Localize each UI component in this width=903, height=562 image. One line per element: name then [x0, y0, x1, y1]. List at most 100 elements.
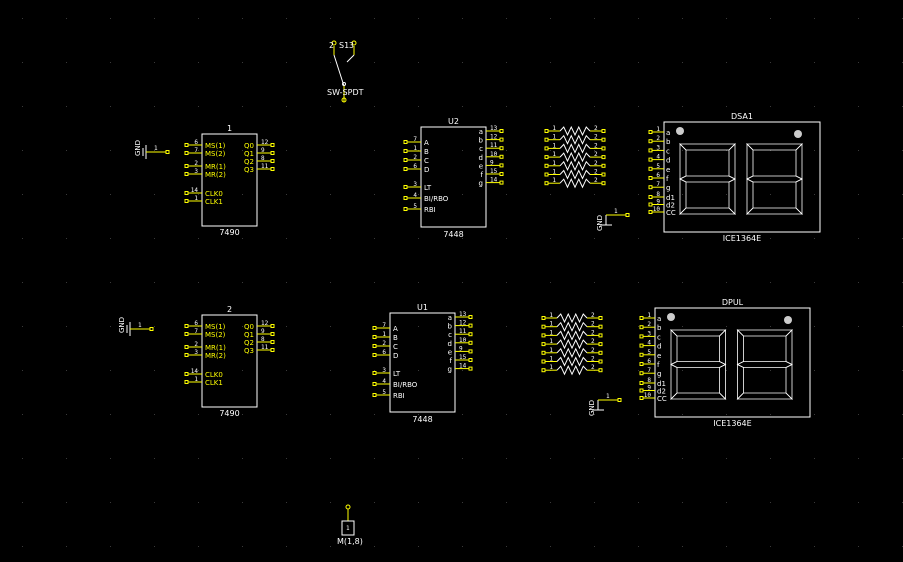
pin-end[interactable]	[648, 202, 653, 207]
pin-end[interactable]	[270, 324, 275, 328]
pin-end[interactable]	[372, 326, 377, 330]
clock-source[interactable]: 1 M(1,8)	[337, 504, 363, 546]
pin-end[interactable]	[541, 342, 546, 347]
pin-end[interactable]	[639, 343, 644, 348]
pin-end[interactable]	[541, 333, 546, 338]
pin-end[interactable]	[403, 140, 408, 144]
pin-end[interactable]	[601, 155, 606, 160]
pin-end[interactable]	[648, 176, 653, 180]
pin-end[interactable]	[468, 366, 473, 371]
pin-end[interactable]	[270, 167, 275, 171]
pin-end[interactable]	[184, 380, 189, 384]
pin-end[interactable]	[403, 207, 408, 211]
pin-end[interactable]	[639, 371, 644, 376]
pin-end[interactable]	[499, 129, 504, 133]
pin-end[interactable]	[184, 191, 189, 195]
pin-end[interactable]	[541, 368, 546, 373]
pin-end[interactable]	[184, 324, 189, 328]
switch-s1[interactable]: 2 3 S1 SW-SPDT	[327, 40, 364, 103]
pin-end[interactable]	[598, 316, 603, 320]
pin-end[interactable]	[601, 146, 606, 151]
pin-end[interactable]	[601, 129, 606, 133]
pin-end[interactable]	[499, 172, 504, 176]
pin-end[interactable]	[639, 381, 644, 385]
pin-end[interactable]	[184, 172, 189, 176]
pin-end[interactable]	[648, 148, 653, 153]
pin-end[interactable]	[184, 372, 189, 376]
pin-end[interactable]	[544, 129, 549, 133]
pin-end[interactable]	[544, 163, 549, 168]
pin-end[interactable]	[639, 388, 644, 393]
pin-end[interactable]	[499, 163, 504, 168]
pin-end[interactable]	[270, 340, 275, 344]
pin-end[interactable]	[468, 323, 473, 328]
pin-end[interactable]	[499, 180, 504, 185]
pin-end[interactable]	[403, 158, 408, 162]
pin-end[interactable]	[468, 332, 473, 337]
pin-end[interactable]	[598, 350, 603, 355]
pin-end[interactable]	[648, 195, 653, 199]
pin-end[interactable]	[184, 353, 189, 357]
pin-end[interactable]	[541, 316, 546, 320]
pin-end[interactable]	[598, 368, 603, 373]
pin-end[interactable]	[372, 382, 377, 386]
pin-end[interactable]	[598, 359, 603, 364]
pin-end[interactable]	[270, 159, 275, 163]
pin-end[interactable]	[184, 143, 189, 147]
pin-end[interactable]	[372, 335, 377, 339]
pin-end[interactable]	[372, 344, 377, 348]
pin-end[interactable]	[184, 151, 189, 155]
pin-end[interactable]	[648, 157, 653, 162]
pin-end[interactable]	[639, 362, 644, 366]
pin-end[interactable]	[372, 353, 377, 357]
pin-end[interactable]	[544, 155, 549, 160]
pin-end[interactable]	[544, 137, 549, 142]
pin-end[interactable]	[270, 143, 275, 147]
pin-end[interactable]	[601, 137, 606, 142]
pin-end[interactable]	[544, 181, 549, 186]
pin-end[interactable]	[648, 210, 653, 214]
pin-end[interactable]	[270, 348, 275, 352]
pin-end[interactable]	[598, 333, 603, 338]
pin-end[interactable]	[499, 146, 504, 151]
pin-end[interactable]	[544, 172, 549, 177]
pin-end[interactable]	[639, 396, 644, 400]
pin-end[interactable]	[541, 359, 546, 364]
pin-end[interactable]	[598, 324, 603, 329]
pin-end[interactable]	[639, 316, 644, 320]
pin-end[interactable]	[468, 340, 473, 345]
pin-end[interactable]	[499, 137, 504, 142]
pin-end[interactable]	[270, 151, 275, 155]
pin-end[interactable]	[184, 164, 189, 168]
pin-end[interactable]	[601, 181, 606, 186]
pin-end[interactable]	[499, 154, 504, 159]
pin-end[interactable]	[639, 334, 644, 339]
pin-end[interactable]	[468, 358, 473, 362]
pin-end[interactable]	[403, 196, 408, 200]
pin-end[interactable]	[372, 371, 377, 375]
pin-end[interactable]	[601, 163, 606, 168]
pin-end[interactable]	[598, 342, 603, 347]
pin-end[interactable]	[639, 352, 644, 357]
pin-end[interactable]	[468, 349, 473, 354]
pin-end[interactable]	[648, 139, 653, 144]
pin-end[interactable]	[403, 185, 408, 189]
pin-end[interactable]	[184, 345, 189, 349]
pin-end[interactable]	[639, 325, 644, 330]
pin-end[interactable]	[541, 350, 546, 355]
pin-end[interactable]	[403, 149, 408, 153]
pin-end[interactable]	[184, 199, 189, 203]
pin-end[interactable]	[541, 324, 546, 329]
pin-end[interactable]	[648, 130, 653, 134]
